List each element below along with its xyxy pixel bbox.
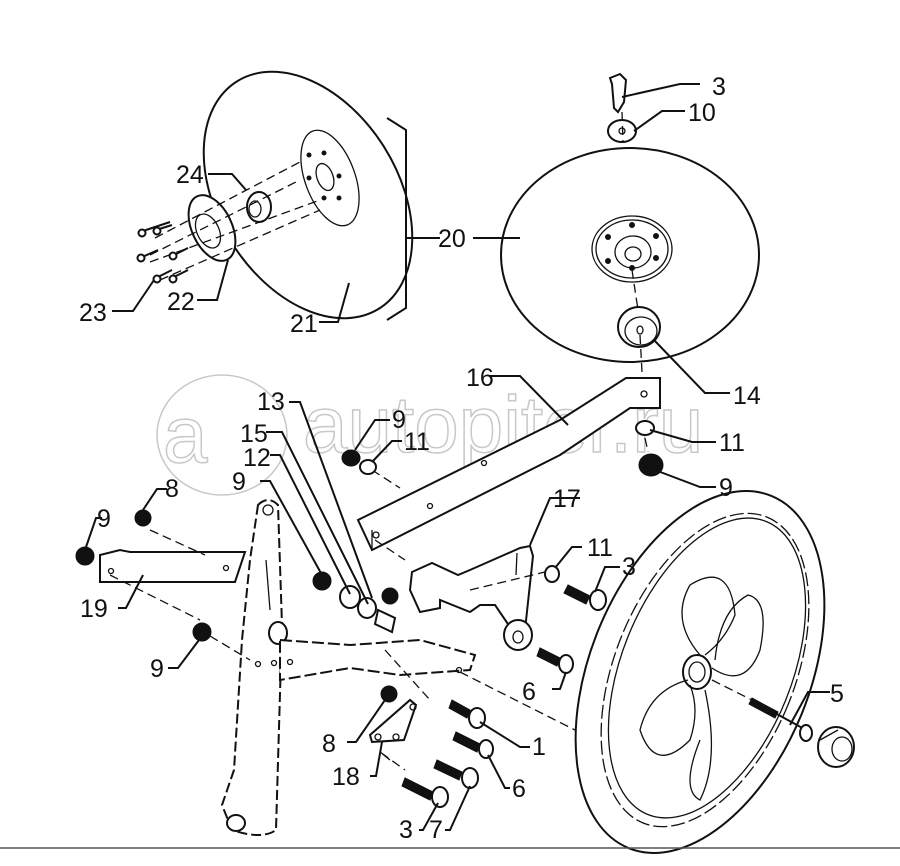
- strap-19: [99, 529, 247, 621]
- sleeve-13: [373, 608, 397, 634]
- bolt-7: [433, 759, 479, 789]
- nut-9-low: [192, 622, 212, 642]
- leg-boss: [268, 621, 288, 645]
- callout-16: 16: [466, 364, 494, 392]
- callout-9-b: 9: [719, 474, 733, 502]
- callout-8-a: 8: [165, 475, 179, 503]
- callout-24: 24: [176, 161, 204, 189]
- callout-14: 14: [733, 382, 761, 410]
- callout-18: 18: [332, 763, 360, 791]
- arm-16: [356, 377, 661, 561]
- callout-20: 20: [438, 225, 466, 253]
- washer-11-top: [359, 459, 377, 475]
- callout-9-a: 9: [392, 406, 406, 434]
- callout-3-bot: 3: [399, 816, 413, 844]
- callout-9-d: 9: [97, 505, 111, 533]
- bolt-3-top: [608, 72, 628, 114]
- nut-9-top: [341, 449, 361, 467]
- callout-21: 21: [290, 310, 318, 338]
- callout-22: 22: [167, 288, 195, 316]
- callout-11-c: 11: [587, 534, 613, 562]
- washer-12: [339, 585, 361, 609]
- watermark-logo-letter: a: [163, 390, 208, 479]
- nut-8-plate: [380, 685, 398, 703]
- hub-flange-bore: [194, 213, 222, 249]
- frame-member: [279, 638, 477, 682]
- washer-11-bracket: [544, 565, 560, 583]
- assembly-bracket: [386, 117, 407, 321]
- watermark-logo-circle: [156, 374, 288, 496]
- callout-11-a: 11: [404, 428, 430, 456]
- washer-11-arm: [635, 420, 655, 436]
- disc-hub-plate: [300, 129, 360, 227]
- bolt-6-lower: [452, 731, 494, 759]
- hub-bolts-23: [136, 221, 189, 284]
- leg-frame: [220, 499, 288, 836]
- callout-19: 19: [80, 595, 108, 623]
- disc-center-hole: [315, 162, 335, 192]
- bolt-3-lower: [401, 777, 449, 808]
- nut-9-mid: [312, 571, 332, 591]
- callout-17: 17: [553, 485, 581, 513]
- callout-6-b: 6: [512, 775, 526, 803]
- callout-6-a: 6: [522, 678, 536, 706]
- nut-8-strap: [134, 509, 152, 527]
- bolt-3-bracket: [563, 584, 607, 611]
- disc-exploded: [136, 70, 414, 321]
- callout-7: 7: [429, 816, 443, 844]
- callout-3-mid: 3: [622, 553, 636, 581]
- hub-cap: [817, 726, 855, 768]
- bracket-roller: [503, 619, 533, 651]
- wheel-hub: [682, 654, 712, 690]
- callout-3-top: 3: [712, 73, 726, 101]
- washer-15: [357, 597, 377, 619]
- callout-labels: 3 10 20 24 23 22 21 16 14 13 9 11 15 12 …: [79, 73, 844, 844]
- callout-9-c: 9: [232, 468, 246, 496]
- plate-18: [368, 698, 418, 744]
- disc-hub-ring: [591, 215, 673, 283]
- callout-12: 12: [243, 444, 271, 472]
- callout-15: 15: [240, 420, 268, 448]
- disc-assembled: [500, 72, 760, 391]
- bolt-6-upper: [536, 647, 574, 674]
- callout-8-b: 8: [322, 730, 336, 758]
- leader-lines: [84, 83, 830, 831]
- bolt-1: [448, 699, 486, 729]
- callout-9-e: 9: [150, 655, 164, 683]
- callout-5: 5: [830, 680, 844, 708]
- callout-13: 13: [257, 388, 285, 416]
- callout-11-b: 11: [719, 429, 745, 457]
- hub-flange-22: [187, 194, 237, 262]
- callout-1: 1: [532, 733, 546, 761]
- axle-bolt-5: [748, 697, 813, 742]
- disc-20: [500, 147, 760, 363]
- spacer-14: [617, 306, 661, 348]
- callout-10: 10: [688, 99, 716, 127]
- gauge-wheel: [574, 490, 826, 854]
- bracket-17: [408, 544, 546, 651]
- callout-23: 23: [79, 299, 107, 327]
- bearing-inner: [248, 200, 262, 218]
- nut-9-sleeve: [381, 587, 399, 605]
